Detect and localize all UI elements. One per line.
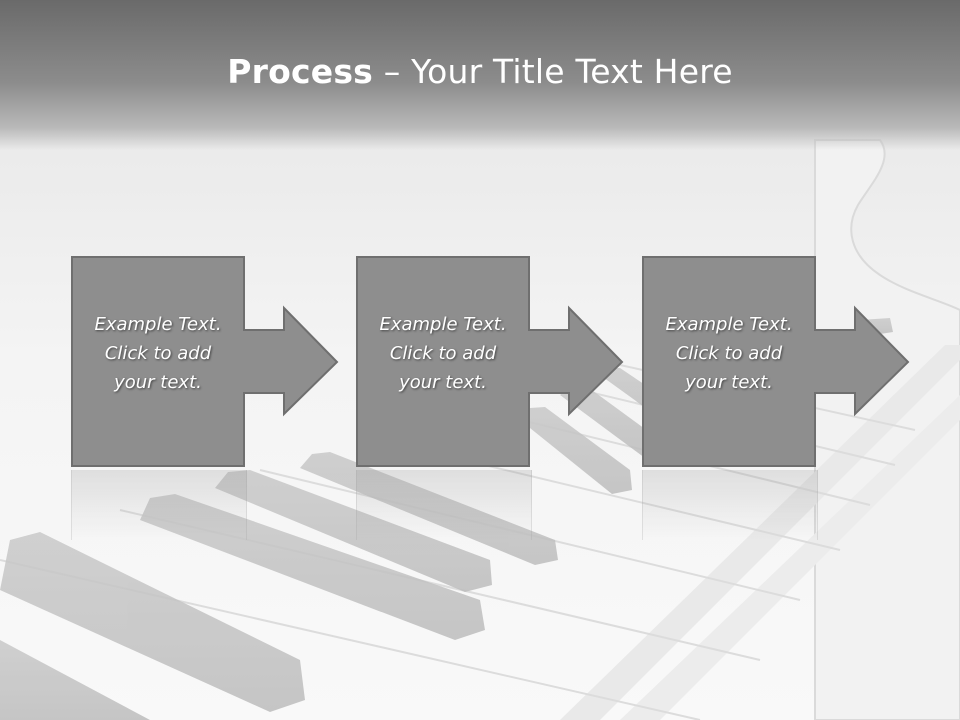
arrow-box-shape bbox=[642, 256, 910, 467]
step-text: Example Text. Click to add your text. bbox=[94, 314, 222, 393]
title-band bbox=[0, 0, 960, 150]
step-text: Example Text. Click to add your text. bbox=[665, 314, 793, 393]
arrow-box-shape bbox=[71, 256, 339, 467]
process-step-2[interactable]: Example Text. Click to add your text. bbox=[356, 256, 626, 468]
step-reflection bbox=[642, 470, 818, 540]
step-reflection bbox=[71, 470, 247, 540]
title-bold-text: Process bbox=[227, 52, 374, 91]
process-step-1[interactable]: Example Text. Click to add your text. bbox=[71, 256, 341, 468]
process-step-3[interactable]: Example Text. Click to add your text. bbox=[642, 256, 912, 468]
slide-title[interactable]: Process – Your Title Text Here bbox=[0, 52, 960, 91]
step-reflection bbox=[356, 470, 532, 540]
arrow-box-shape bbox=[356, 256, 624, 467]
title-rest-text: – Your Title Text Here bbox=[373, 52, 733, 91]
step-text: Example Text. Click to add your text. bbox=[379, 314, 507, 393]
